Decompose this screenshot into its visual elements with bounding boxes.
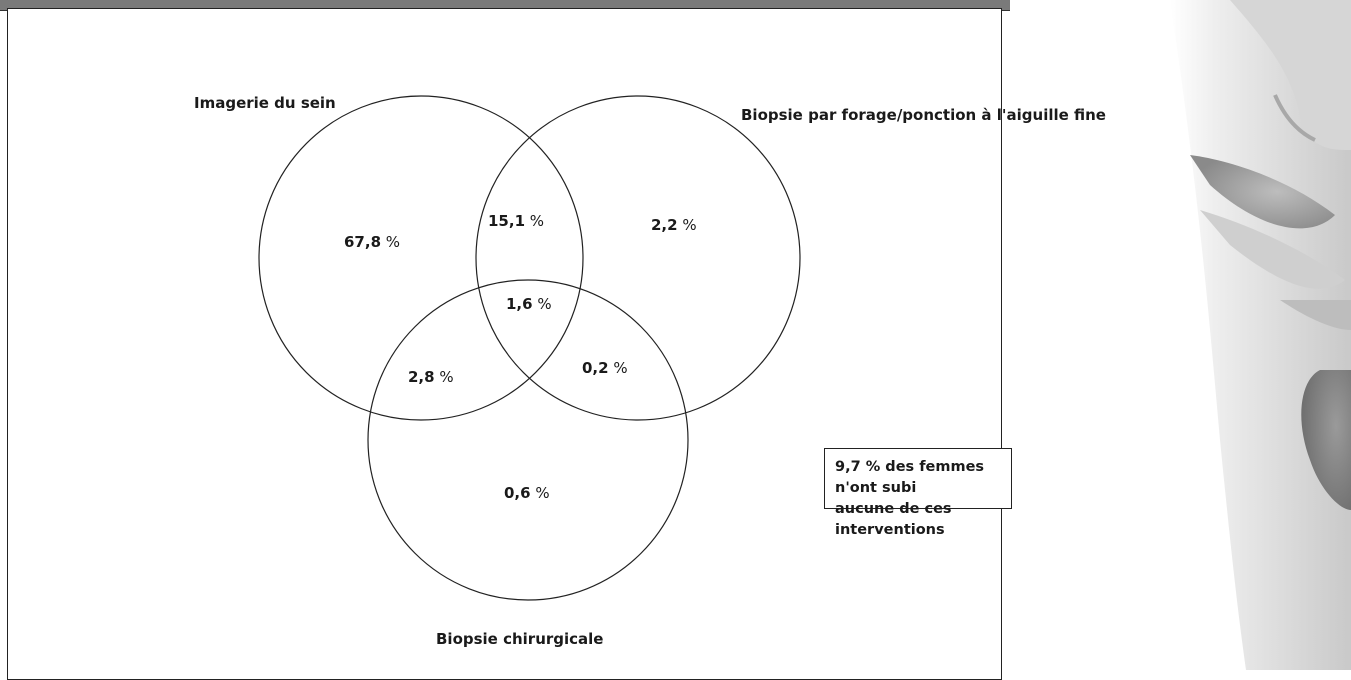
imaging-needle-value: 15,1 %	[488, 212, 545, 230]
imaging-label: Imagerie du sein	[194, 94, 336, 112]
note-line-1: 9,7 % des femmes n'ont subi	[835, 459, 985, 496]
imaging-circle	[258, 95, 584, 421]
needle-biopsy-label: Biopsie par forage/ponction à l'aiguille…	[741, 106, 1106, 124]
imaging-only-value: 67,8 %	[344, 233, 401, 251]
needle-biopsy-circle	[475, 95, 801, 421]
diagram-frame	[7, 8, 1002, 680]
venn-diagram	[258, 95, 801, 601]
note-line-2: aucune de ces interventions	[835, 501, 952, 538]
no-intervention-note: 9,7 % des femmes n'ont subi aucune de ce…	[824, 448, 1012, 538]
needle-surgical-value: 0,2 %	[582, 359, 628, 377]
surgical-only-value: 0,6 %	[504, 484, 550, 502]
imaging-surgical-value: 2,8 %	[408, 368, 454, 386]
surgical-biopsy-circle	[367, 279, 689, 601]
needle-only-value: 2,2 %	[651, 216, 697, 234]
all-three-value: 1,6 %	[506, 295, 552, 313]
surgical-biopsy-label: Biopsie chirurgicale	[436, 630, 604, 648]
face-photo	[1170, 0, 1351, 670]
